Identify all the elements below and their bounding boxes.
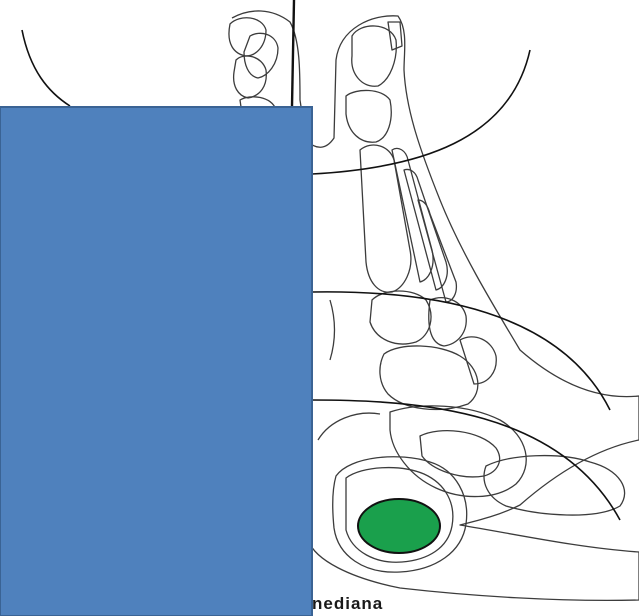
overlay-panel xyxy=(0,107,312,616)
vertical-leader-line xyxy=(292,0,294,106)
marker-ellipse xyxy=(358,499,440,553)
leader-line-middle xyxy=(312,292,610,410)
leader-line-top-left xyxy=(22,30,70,106)
diagram-caption: nediana xyxy=(312,594,383,614)
leader-line-top-right xyxy=(312,50,530,174)
